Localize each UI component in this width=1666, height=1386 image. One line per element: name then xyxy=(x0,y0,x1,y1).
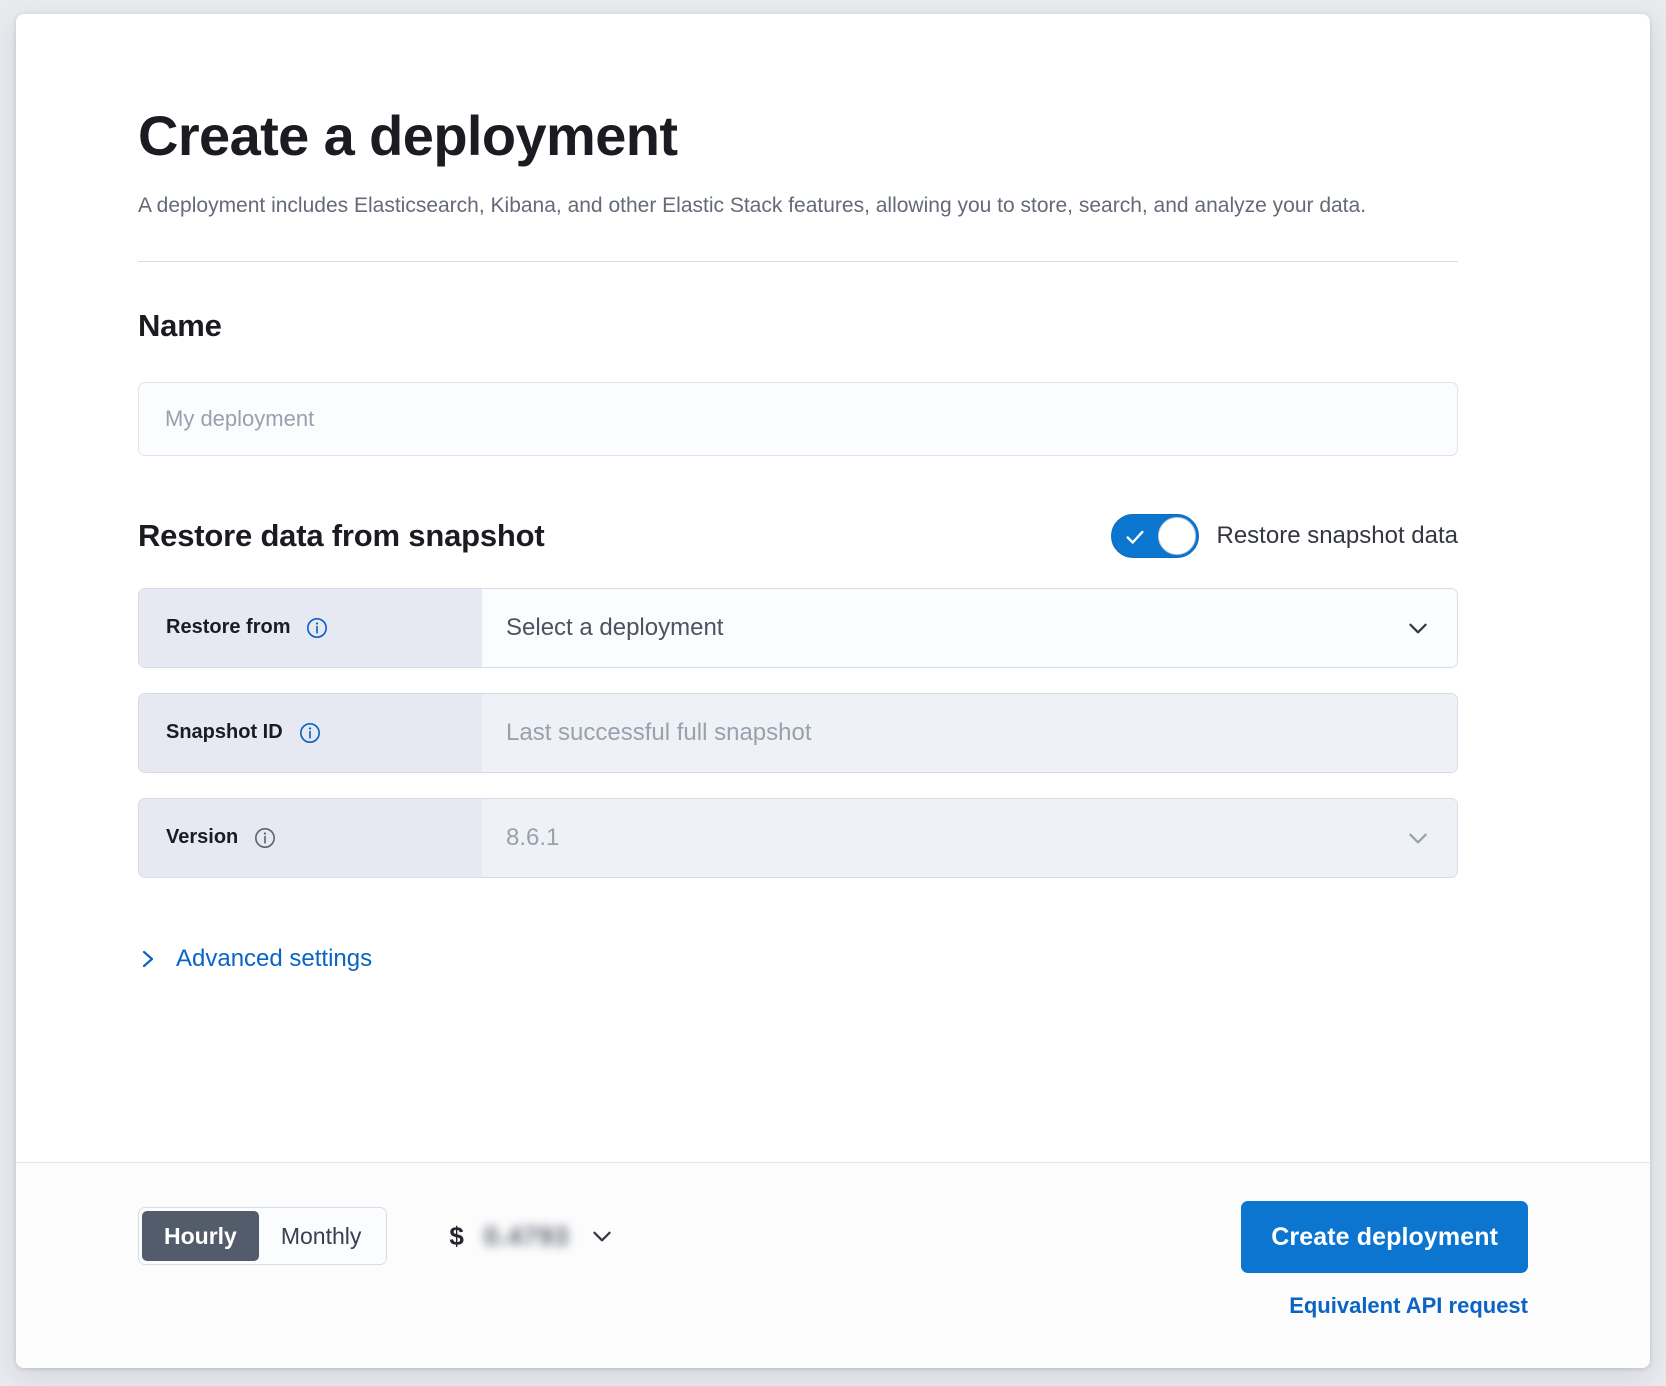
restore-snapshot-toggle[interactable] xyxy=(1110,513,1199,558)
row-label-snapshot-id: Snapshot ID xyxy=(139,693,482,772)
form-row-restore-from[interactable]: Restore from Select a deployment xyxy=(138,587,1458,668)
billing-option-monthly[interactable]: Monthly xyxy=(280,1222,362,1249)
advanced-settings-toggle[interactable]: Advanced settings xyxy=(138,945,372,973)
price-amount: 0.4793 xyxy=(483,1220,570,1251)
create-deployment-card: Create a deployment A deployment include… xyxy=(16,14,1650,1368)
row-value-snapshot-id[interactable]: Last successful full snapshot xyxy=(482,693,1457,772)
row-value-version[interactable]: 8.6.1 xyxy=(482,798,1457,877)
footer-left-group: Hourly Monthly $ 0.4793 xyxy=(138,1207,615,1265)
row-label-version: Version xyxy=(139,798,482,877)
billing-option-hourly[interactable]: Hourly xyxy=(142,1211,259,1261)
restore-section-header: Restore data from snapshot Restore snaps… xyxy=(138,513,1459,558)
restore-form-rows: Restore from Select a deployment xyxy=(138,587,1458,878)
row-label-text: Snapshot ID xyxy=(166,721,283,744)
footer-bar: Hourly Monthly $ 0.4793 Create deploymen… xyxy=(16,1162,1650,1368)
page-title: Create a deployment xyxy=(138,104,678,167)
restore-heading: Restore data from snapshot xyxy=(138,517,545,553)
form-body: Create a deployment A deployment include… xyxy=(16,14,1650,1162)
row-label-restore-from: Restore from xyxy=(139,588,482,667)
row-value-restore-from[interactable]: Select a deployment xyxy=(482,588,1457,667)
restore-toggle-label: Restore snapshot data xyxy=(1216,521,1459,549)
row-label-text: Version xyxy=(166,826,239,849)
footer-right-group: Create deployment Equivalent API request xyxy=(1241,1201,1528,1319)
chevron-down-icon[interactable] xyxy=(1405,825,1431,851)
version-value: 8.6.1 xyxy=(506,823,560,851)
chevron-down-icon[interactable] xyxy=(1405,615,1431,641)
currency-symbol: $ xyxy=(449,1220,464,1251)
row-label-text: Restore from xyxy=(166,616,291,639)
create-deployment-button[interactable]: Create deployment xyxy=(1241,1201,1528,1273)
page-description: A deployment includes Elasticsearch, Kib… xyxy=(138,194,1367,218)
snapshot-id-value: Last successful full snapshot xyxy=(506,718,812,746)
name-section: Name My deployment xyxy=(138,308,1458,456)
chevron-right-icon xyxy=(142,950,154,967)
chevron-down-icon[interactable] xyxy=(589,1223,615,1249)
restore-toggle-group[interactable]: Restore snapshot data xyxy=(1110,513,1459,558)
check-icon xyxy=(1125,530,1144,544)
advanced-settings-label: Advanced settings xyxy=(176,944,373,972)
restore-from-value: Select a deployment xyxy=(506,613,724,641)
deployment-name-input[interactable]: My deployment xyxy=(138,381,1458,456)
info-icon[interactable] xyxy=(299,722,321,744)
info-icon[interactable] xyxy=(306,617,328,639)
equivalent-api-request-link[interactable]: Equivalent API request xyxy=(1289,1293,1528,1318)
info-icon[interactable] xyxy=(254,827,276,849)
form-row-version[interactable]: Version 8.6.1 xyxy=(138,797,1458,878)
form-row-snapshot-id[interactable]: Snapshot ID Last successful full snapsho… xyxy=(138,692,1458,773)
name-heading: Name xyxy=(138,307,222,343)
toggle-knob xyxy=(1157,516,1196,555)
deployment-name-placeholder: My deployment xyxy=(165,405,315,431)
header-divider xyxy=(138,260,1458,262)
price-display[interactable]: $ 0.4793 xyxy=(449,1221,615,1252)
billing-period-toggle[interactable]: Hourly Monthly xyxy=(138,1207,388,1265)
